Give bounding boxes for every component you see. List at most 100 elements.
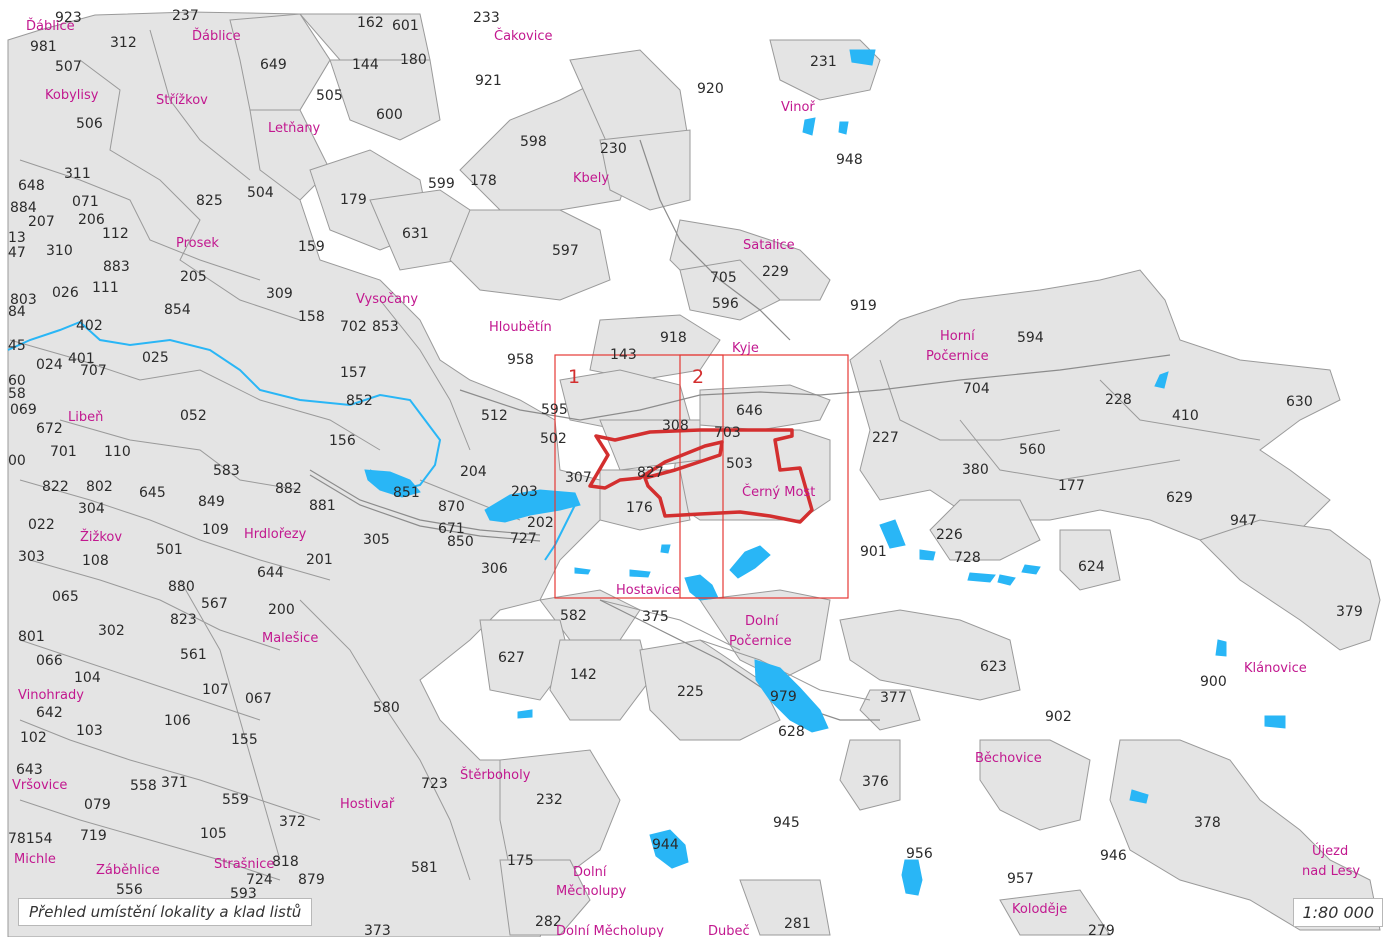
- code-label: 373: [364, 923, 391, 937]
- code-label: 580: [373, 700, 400, 716]
- code-label: 701: [50, 444, 77, 460]
- district-label: Vinoř: [781, 100, 815, 115]
- code-label: 827: [637, 465, 664, 481]
- code-label: 178: [470, 173, 497, 189]
- code-label: 627: [498, 650, 525, 666]
- code-label: 309: [266, 286, 293, 302]
- district-label: Střížkov: [156, 93, 208, 108]
- district-label: Hostavice: [616, 583, 680, 598]
- code-label: 583: [213, 463, 240, 479]
- code-label: 902: [1045, 709, 1072, 725]
- code-label: 159: [298, 239, 325, 255]
- code-label: 624: [1078, 559, 1105, 575]
- code-label: 378: [1194, 815, 1221, 831]
- code-label: 207: [28, 214, 55, 230]
- code-label: 946: [1100, 848, 1127, 864]
- sheet-frames: [554, 354, 849, 599]
- code-label: 567: [201, 596, 228, 612]
- code-label: 281: [784, 916, 811, 932]
- code-label: 177: [1058, 478, 1085, 494]
- code-label: 229: [762, 264, 789, 280]
- code-label: 801: [18, 629, 45, 645]
- code-label: 071: [72, 194, 99, 210]
- district-labels: Ďáblice Ďáblice Čakovice Kobylisy Střížk…: [12, 18, 1360, 937]
- code-label: 103: [76, 723, 103, 739]
- code-label: 803: [10, 292, 37, 308]
- code-label: 881: [309, 498, 336, 514]
- code-label: 921: [475, 73, 502, 89]
- code-label: 823: [170, 612, 197, 628]
- code-label: 501: [156, 542, 183, 558]
- code-label: 180: [400, 52, 427, 68]
- code-label: 201: [306, 552, 333, 568]
- code-label: 158: [298, 309, 325, 325]
- district-label: Dolní: [573, 865, 607, 880]
- code-label: 883: [103, 259, 130, 275]
- code-label: 645: [139, 485, 166, 501]
- code-label: 225: [677, 684, 704, 700]
- district-label: Újezd: [1312, 843, 1348, 859]
- code-label: 104: [74, 670, 101, 686]
- code-label: 560: [1019, 442, 1046, 458]
- code-label: 067: [245, 691, 272, 707]
- code-label: 402: [76, 318, 103, 334]
- code-label: 226: [936, 527, 963, 543]
- code-label: 600: [376, 107, 403, 123]
- code-label: 944: [652, 837, 679, 853]
- district-label: Záběhlice: [96, 863, 160, 878]
- district-label: Kobylisy: [45, 88, 99, 103]
- code-label: 643: [16, 762, 43, 778]
- district-label: Malešice: [262, 631, 318, 646]
- code-label: 233: [473, 10, 500, 26]
- code-label: 512: [481, 408, 508, 424]
- code-label: 144: [352, 57, 379, 73]
- district-label: Počernice: [926, 349, 989, 364]
- code-label: 672: [36, 421, 63, 437]
- locality-outline: [588, 428, 814, 524]
- code-label: 176: [626, 500, 653, 516]
- code-label: 401: [68, 351, 95, 367]
- code-label: 723: [421, 776, 448, 792]
- code-label: 306: [481, 561, 508, 577]
- code-label: 884: [10, 200, 37, 216]
- code-label: 375: [642, 609, 669, 625]
- code-label: 958: [507, 352, 534, 368]
- code-label: 302: [98, 623, 125, 639]
- district-label: Běchovice: [975, 751, 1042, 766]
- code-label: 918: [660, 330, 687, 346]
- code-label: 204: [460, 464, 487, 480]
- code-label: 111: [92, 280, 119, 296]
- code-label: 556: [116, 882, 143, 898]
- district-label: Hostivař: [340, 797, 395, 812]
- code-label: 45: [8, 338, 26, 354]
- code-label: 205: [180, 269, 207, 285]
- district-label: Vysočany: [356, 292, 418, 307]
- district-label: Černý Most: [742, 484, 815, 500]
- district-label: Počernice: [729, 634, 792, 649]
- code-label: 157: [340, 365, 367, 381]
- code-label: 849: [198, 494, 225, 510]
- code-label: 728: [954, 550, 981, 566]
- code-label: 853: [372, 319, 399, 335]
- code-label: 282: [535, 914, 562, 930]
- code-label: 981: [30, 39, 57, 55]
- code-label: 069: [10, 402, 37, 418]
- code-label: 822: [42, 479, 69, 495]
- code-label: 947: [1230, 513, 1257, 529]
- parcel-boundaries: [9, 29, 1261, 881]
- code-label: 649: [260, 57, 287, 73]
- code-label: 644: [257, 565, 284, 581]
- code-label: 507: [55, 59, 82, 75]
- code-label: 850: [447, 534, 474, 550]
- code-label: 025: [142, 350, 169, 366]
- code-label: 671: [438, 521, 465, 537]
- code-label: 727: [510, 531, 537, 547]
- code-label: 228: [1105, 392, 1132, 408]
- code-label: 308: [662, 418, 689, 434]
- code-label: 852: [346, 393, 373, 409]
- code-label: 919: [850, 298, 877, 314]
- code-label: 594: [1017, 330, 1044, 346]
- code-label: 596: [712, 296, 739, 312]
- district-label: Hrdlořezy: [244, 527, 307, 542]
- code-label: 026: [52, 285, 79, 301]
